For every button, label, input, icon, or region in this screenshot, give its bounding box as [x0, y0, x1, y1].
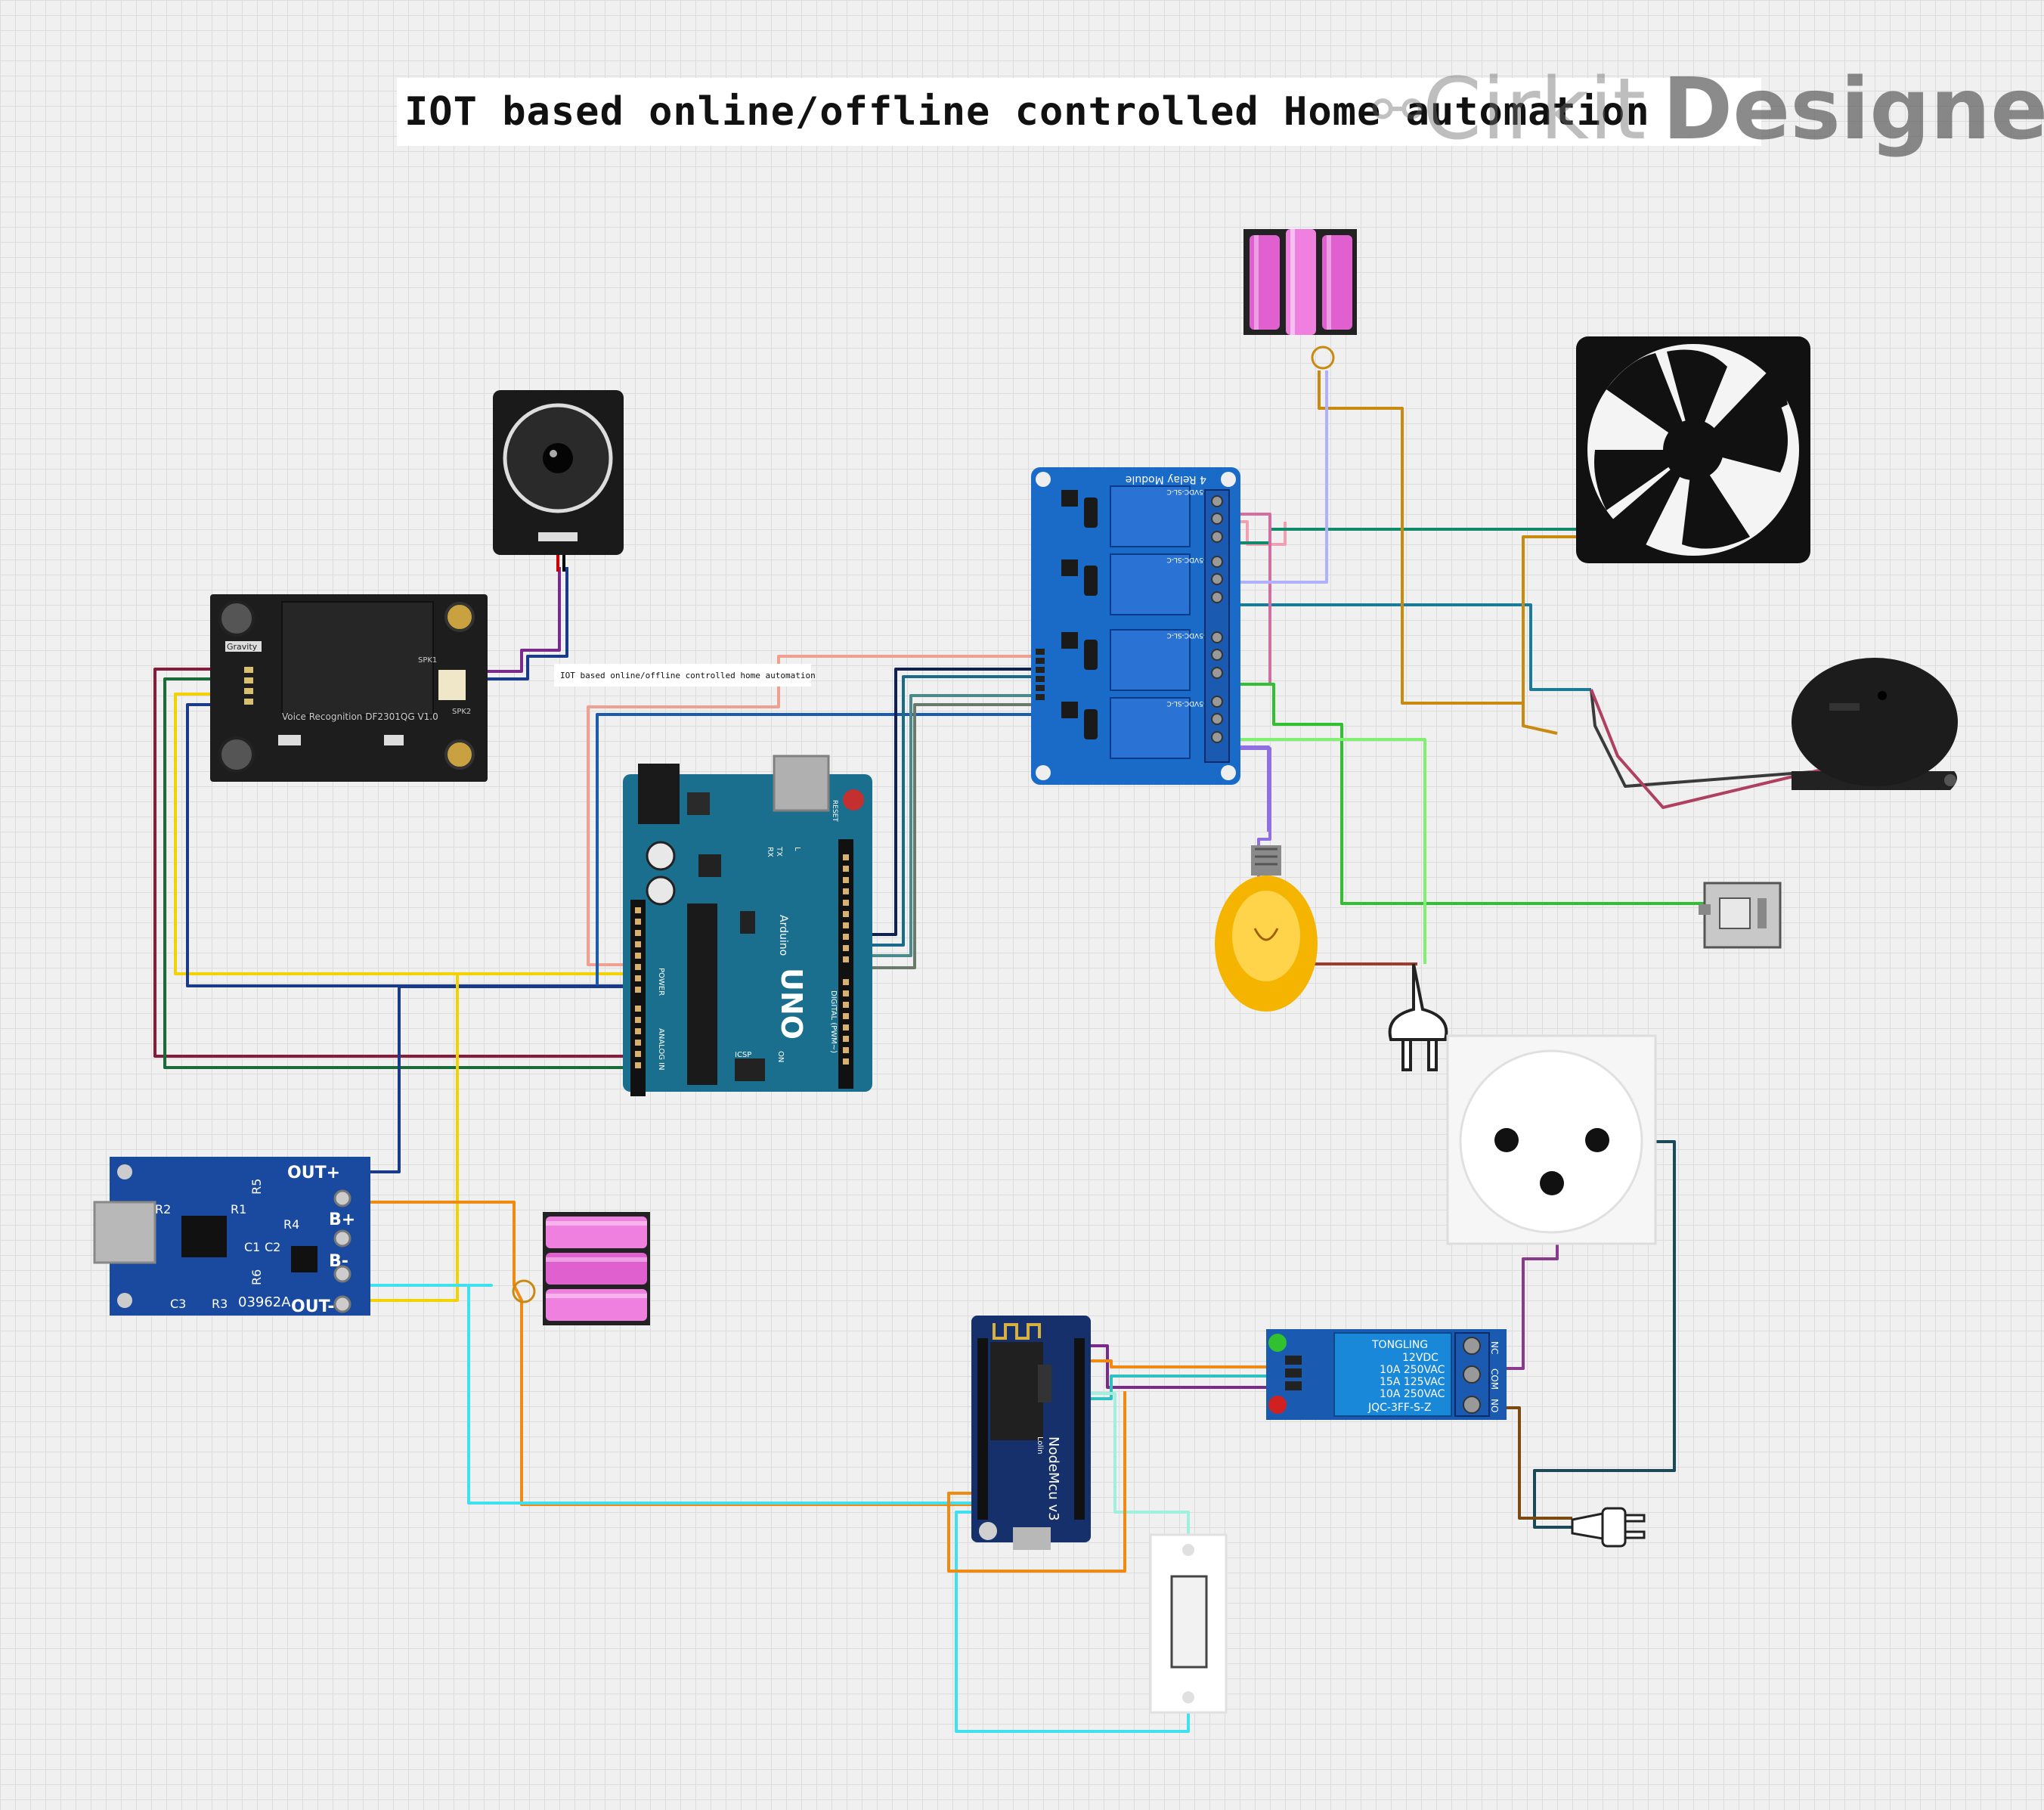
relay4-title-label: 4 Relay Module	[1126, 473, 1206, 485]
charger-c2-label: C2	[265, 1240, 280, 1254]
relay-module-1ch: TONGLING 12VDC 10A 250VAC 15A 125VAC 10A…	[1266, 1329, 1507, 1420]
diagram-title: IOT based online/offline controlled Home…	[397, 78, 1761, 146]
relay1-voltage-label: 12VDC	[1402, 1352, 1439, 1364]
watermark-designer: Designer	[1662, 60, 2044, 159]
arduino-rx-label: RX	[766, 847, 774, 857]
relay4-relay3-text: SRD-5VDC-SL-C	[1166, 631, 1220, 639]
arduino-l-label: L	[793, 847, 801, 851]
charger-r5-label: R5	[249, 1179, 264, 1195]
charger-out-plus-label: OUT+	[287, 1164, 340, 1182]
cirkit-designer-watermark: ⚯ Cirkit Designer	[1372, 60, 2044, 159]
relay-module-4ch: 4 Relay Module SRD-5VDC-SL-C SRD-5VDC-SL…	[1031, 467, 1240, 785]
charger-r2-label: R2	[155, 1202, 171, 1216]
speaker-icon	[493, 390, 624, 572]
arduino-analog-label: ANALOG IN	[657, 1028, 665, 1071]
voice-module-spk1-label: SPK1	[418, 656, 437, 665]
voice-module-spk2-label: SPK2	[452, 708, 471, 716]
relay1-brand-label: TONGLING	[1371, 1339, 1428, 1351]
charger-chip-label: 03962A	[238, 1294, 291, 1310]
nodemcu-lolin-label: Lolin	[1036, 1437, 1044, 1454]
charger-module-tp4056: OUT+ B+ B- OUT- R1 R2 R3 R4 R5 R6 C1 C2 …	[93, 1157, 370, 1316]
charger-r6-label: R6	[249, 1269, 264, 1285]
arduino-uno-label: UNO	[775, 968, 808, 1040]
arduino-reset-label: RESET	[831, 800, 838, 822]
charger-b-minus-label: B-	[329, 1252, 348, 1271]
charger-r3-label: R3	[212, 1297, 228, 1311]
relay1-com-label: COM	[1489, 1368, 1500, 1390]
plug-icon	[1388, 963, 1448, 1071]
relay4-relay1-text: SRD-5VDC-SL-C	[1166, 488, 1220, 495]
watermark-cirkit: Cirkit	[1423, 60, 1646, 159]
relay1-nc-label: NC	[1489, 1341, 1500, 1354]
plug-bottom-icon	[1571, 1507, 1646, 1548]
relay4-relay4-text: SRD-5VDC-SL-C	[1166, 699, 1220, 707]
relay1-rating2-label: 15A 125VAC	[1380, 1376, 1445, 1388]
battery-pack-icon	[1243, 229, 1357, 370]
voice-module-model-label: Voice Recognition DF2301QG V1.0	[282, 711, 438, 722]
relay4-relay2-text: SRD-5VDC-SL-C	[1166, 556, 1220, 563]
arduino-tx-label: TX	[775, 846, 783, 857]
bulb-icon	[1215, 845, 1318, 1012]
charger-c1-label: C1	[244, 1240, 260, 1254]
charger-out-minus-label: OUT-	[291, 1297, 334, 1316]
arduino-on-label: ON	[776, 1051, 785, 1062]
relay1-no-label: NO	[1489, 1399, 1500, 1412]
voice-recognition-module: Gravity Voice Recognition DF2301QG V1.0 …	[210, 594, 488, 782]
charger-r4-label: R4	[283, 1217, 299, 1232]
solenoid-lock-icon	[1699, 882, 1782, 949]
fan-icon	[1576, 336, 1810, 563]
voice-module-gravity-label: Gravity	[227, 642, 258, 652]
arduino-brand-label: Arduino	[777, 915, 789, 956]
nodemcu-board: NodeMcu v3 Lolin	[971, 1316, 1091, 1550]
relay1-model-label: JQC-3FF-S-Z	[1367, 1402, 1432, 1414]
arduino-power-label: POWER	[657, 968, 665, 996]
arduino-uno-board: UNO Arduino DIGITAL (PWM~) POWER ANALOG …	[623, 755, 872, 1096]
buzzer-icon	[1792, 658, 1958, 790]
arduino-icsp-label: ICSP	[735, 1051, 751, 1059]
arduino-digital-label: DIGITAL (PWM~)	[829, 990, 838, 1053]
switch-icon	[1149, 1533, 1228, 1714]
relay1-rating1-label: 10A 250VAC	[1380, 1364, 1445, 1376]
watermark-logo-icon: ⚯	[1372, 74, 1423, 145]
socket-icon	[1446, 1034, 1657, 1245]
charger-c3-label: C3	[170, 1297, 186, 1311]
relay1-rating3-label: 10A 250VAC	[1380, 1388, 1445, 1400]
charger-b-plus-label: B+	[329, 1210, 355, 1229]
nodemcu-label: NodeMcu v3	[1045, 1437, 1061, 1521]
battery-pack-bottom-icon	[512, 1212, 650, 1325]
charger-r1-label: R1	[231, 1202, 246, 1216]
diagram-note: IOT based online/offline controlled home…	[554, 664, 816, 686]
